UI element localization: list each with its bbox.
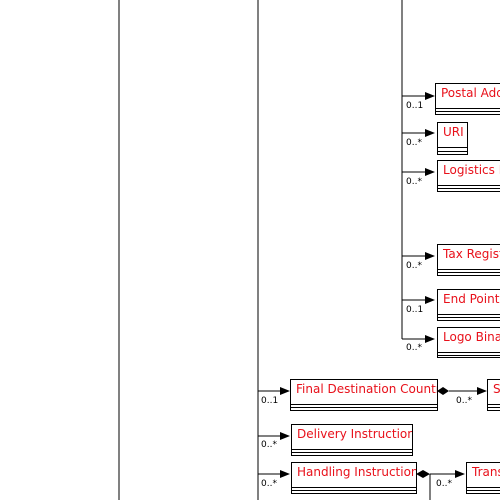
class-postal-address-name: Postal Address <box>441 86 500 100</box>
class-compartment <box>437 186 500 189</box>
composition-final-destination-to-subordinate <box>437 387 487 395</box>
multiplicity-logistics-location: 0..* <box>406 177 422 187</box>
class-subordinate-name: Subordinate <box>493 382 500 396</box>
class-compartment <box>291 485 417 488</box>
class-delivery-instructions[interactable]: Delivery Instructions <box>291 424 413 456</box>
connector-end-point <box>402 296 435 304</box>
multiplicity-transport: 0..* <box>436 479 452 489</box>
connector-uri <box>402 129 435 137</box>
multiplicity-uri: 0..* <box>406 138 422 148</box>
class-compartment <box>466 488 500 491</box>
multiplicity-end-point: 0..1 <box>406 305 424 315</box>
class-compartment <box>437 183 500 186</box>
multiplicity-final-destination-country: 0..1 <box>261 396 279 406</box>
class-delivery-instructions-name: Delivery Instructions <box>297 427 412 441</box>
class-compartment <box>435 109 500 112</box>
class-compartment <box>291 447 413 450</box>
class-logo-binary-name: Logo Binary Object <box>443 330 500 344</box>
multiplicity-tax-registration: 0..* <box>406 261 422 271</box>
class-end-point[interactable]: End Point URI <box>437 289 500 321</box>
class-tax-registration-name: Tax Registration <box>443 247 500 261</box>
class-compartment <box>437 149 468 152</box>
class-compartment <box>437 270 500 273</box>
connector-final-destination-country <box>258 387 290 395</box>
multiplicity-handling-instructions: 0..* <box>261 479 277 489</box>
class-uri-name: URI <box>443 125 464 139</box>
class-compartment <box>437 145 468 148</box>
class-compartment <box>290 405 438 408</box>
class-compartment <box>291 488 417 491</box>
connector-logistics-location <box>402 168 435 176</box>
multiplicity-logo-binary: 0..* <box>406 343 422 353</box>
class-postal-address[interactable]: Postal Address <box>435 83 500 115</box>
connector-delivery-instructions <box>258 432 290 440</box>
class-compartment <box>466 485 500 488</box>
class-compartment <box>487 402 500 405</box>
class-compartment <box>437 350 500 353</box>
class-handling-instructions[interactable]: Handling Instructions <box>291 462 417 494</box>
class-subordinate[interactable]: Subordinate <box>487 379 500 411</box>
class-compartment <box>437 267 500 270</box>
class-tax-registration[interactable]: Tax Registration <box>437 244 500 276</box>
class-compartment <box>487 405 500 408</box>
class-compartment <box>437 312 500 315</box>
class-compartment <box>435 106 500 109</box>
multiplicity-postal-address: 0..1 <box>406 101 424 111</box>
composition-handling-to-transport <box>416 470 465 500</box>
class-compartment <box>437 315 500 318</box>
connector-tax-registration <box>402 252 435 260</box>
connector-logo-binary <box>402 335 435 343</box>
class-compartment <box>291 450 413 453</box>
class-logistics-location[interactable]: Logistics Location <box>437 160 500 192</box>
class-logo-binary[interactable]: Logo Binary Object <box>437 327 500 358</box>
class-end-point-name: End Point URI <box>443 292 500 306</box>
class-final-destination-country-name: Final Destination Country <box>296 382 437 396</box>
class-logistics-location-name: Logistics Location <box>443 163 500 177</box>
class-compartment <box>437 353 500 356</box>
class-uri[interactable]: URI <box>437 122 468 155</box>
multiplicity-delivery-instructions: 0..* <box>261 440 277 450</box>
class-compartment <box>290 402 438 405</box>
multiplicity-subordinate: 0..* <box>456 396 472 406</box>
class-handling-instructions-name: Handling Instructions <box>297 465 416 479</box>
class-transport[interactable]: Transport Instructions <box>466 462 500 494</box>
connector-postal-address <box>402 92 435 100</box>
connector-handling-instructions <box>258 470 290 478</box>
class-transport-name: Transport Instructions <box>472 465 500 479</box>
class-final-destination-country[interactable]: Final Destination Country <box>290 379 438 411</box>
